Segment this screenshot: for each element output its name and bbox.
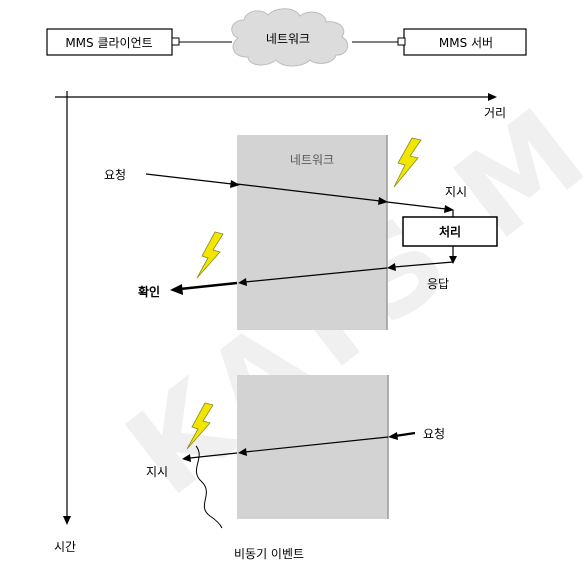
async-request-arrow-segment-2 <box>244 436 389 453</box>
time-axis-label: 시간 <box>54 540 76 554</box>
confirm-label: 확인 <box>138 284 160 299</box>
indication-label: 지시 <box>445 185 467 199</box>
distance-axis-label: 거리 <box>484 106 506 120</box>
confirm-arrowhead <box>170 284 183 295</box>
async-indication-label: 지시 <box>146 465 168 479</box>
async-event-squiggle <box>195 445 223 529</box>
lightning-icon <box>393 137 422 188</box>
cloud-label: 네트워크 <box>266 32 310 46</box>
time-axis-arrow <box>63 516 71 525</box>
response-arrow-segment-3 <box>179 281 238 291</box>
response-arrowhead-1 <box>387 263 396 271</box>
response-arrow-segment-1 <box>393 261 454 268</box>
lightning-icon <box>186 402 214 450</box>
async-request-arrow-segment-3 <box>189 452 238 459</box>
process-arrowhead <box>449 256 457 264</box>
network-cloud: 네트워크 <box>231 8 349 67</box>
async-request-arrowhead-1 <box>388 432 398 440</box>
network-band-1-label: 네트워크 <box>290 153 334 167</box>
process-box <box>402 216 498 247</box>
request-arrow-segment-2 <box>236 183 381 202</box>
async-request-arrow-segment-1 <box>394 431 416 438</box>
request-arrow-segment-3 <box>386 201 447 210</box>
distance-axis-arrow <box>488 93 497 101</box>
network-band-2 <box>237 375 388 519</box>
server-label: MMS 서버 <box>439 36 493 50</box>
lightning-icon <box>196 231 224 279</box>
async-event-caption: 비동기 이벤트 <box>234 547 304 561</box>
response-arrow-segment-2 <box>244 267 388 283</box>
network-band-1 <box>237 135 387 330</box>
async-indication-arrowhead <box>182 454 191 462</box>
request-arrow-segment-1 <box>145 173 233 185</box>
request-label: 요청 <box>104 168 126 182</box>
async-request-label: 요청 <box>423 427 445 441</box>
request-arrowhead-3 <box>444 205 454 213</box>
process-label: 처리 <box>439 224 461 239</box>
client-label: MMS 클라이언트 <box>65 36 152 50</box>
client-box: MMS 클라이언트 <box>46 28 180 56</box>
request-arrowhead-2 <box>378 197 388 205</box>
request-arrowhead-1 <box>230 180 240 188</box>
server-box: MMS 서버 <box>397 28 527 56</box>
response-arrowhead-2 <box>238 278 247 286</box>
response-label: 응답 <box>427 277 449 291</box>
async-request-arrowhead-2 <box>238 448 247 456</box>
